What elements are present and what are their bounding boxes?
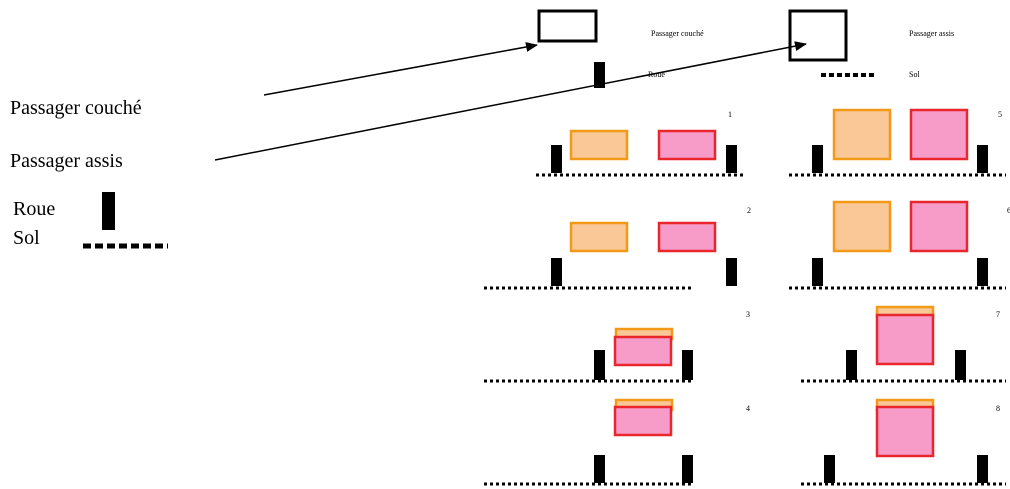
- seated-passenger: [909, 108, 969, 161]
- seated-passenger: [657, 221, 717, 253]
- scenario-number-7: 7: [996, 310, 1000, 319]
- lying-passenger: [832, 108, 892, 161]
- scenario-number-6: 6: [1007, 206, 1010, 215]
- wheel-left: [812, 145, 823, 173]
- legend-lying-passenger-label: Passager couché: [10, 97, 142, 119]
- seated-passenger: [657, 129, 717, 161]
- key-seated-passenger-outline: [788, 9, 848, 62]
- wheel-left: [824, 455, 835, 483]
- seated-passenger: [613, 335, 673, 367]
- arrow-to-seated-key: [214, 41, 807, 161]
- lying-passenger: [832, 200, 892, 253]
- key-lying-passenger-label: Passager couché: [651, 29, 704, 38]
- scenario-2: [484, 221, 737, 290]
- scenario-4: [484, 398, 693, 486]
- wheel-right: [955, 350, 966, 380]
- key-seated-passenger-label: Passager assis: [909, 29, 955, 38]
- lying-passenger: [569, 221, 629, 253]
- wheel-right: [682, 350, 693, 380]
- scenario-number-8: 8: [996, 404, 1000, 413]
- wheel-left: [551, 258, 562, 286]
- seated-passenger: [613, 405, 673, 437]
- arrow-to-lying-key: [263, 42, 538, 96]
- scenario-5: [789, 108, 1006, 177]
- scenario-6: [789, 200, 1006, 290]
- legend-ground-label: Sol: [13, 227, 40, 249]
- scenario-number-5: 5: [998, 110, 1002, 119]
- key-wheel-label: Roue: [648, 70, 665, 79]
- seated-passenger: [875, 313, 935, 366]
- scenario-8: [801, 398, 1006, 486]
- key-wheel-block: [594, 62, 605, 88]
- wheel-left: [594, 455, 605, 483]
- legend-seated-passenger-label: Passager assis: [10, 150, 123, 172]
- wheel-right: [682, 455, 693, 483]
- wheel-left: [812, 258, 823, 286]
- scenario-number-2: 2: [747, 206, 751, 215]
- scenario-number-3: 3: [746, 310, 750, 319]
- wheel-left: [846, 350, 857, 380]
- lying-passenger: [569, 129, 629, 161]
- legend-wheel-block: [102, 192, 115, 230]
- key-lying-passenger-outline: [537, 9, 598, 43]
- key-ground-label: Sol: [909, 70, 920, 79]
- scenario-number-4: 4: [746, 404, 750, 413]
- wheel-right: [726, 258, 737, 286]
- wheel-right: [977, 145, 988, 173]
- seated-passenger: [875, 405, 935, 458]
- wheel-right: [977, 258, 988, 286]
- wheel-left: [594, 350, 605, 380]
- scenario-3: [484, 327, 693, 383]
- seated-passenger: [909, 200, 969, 253]
- legend-wheel-label: Roue: [13, 198, 56, 220]
- scenario-1: [536, 129, 744, 177]
- wheel-right: [977, 455, 988, 483]
- scenario-7: [801, 305, 1006, 383]
- wheel-right: [726, 145, 737, 173]
- wheel-left: [551, 145, 562, 173]
- scenario-number-1: 1: [728, 110, 732, 119]
